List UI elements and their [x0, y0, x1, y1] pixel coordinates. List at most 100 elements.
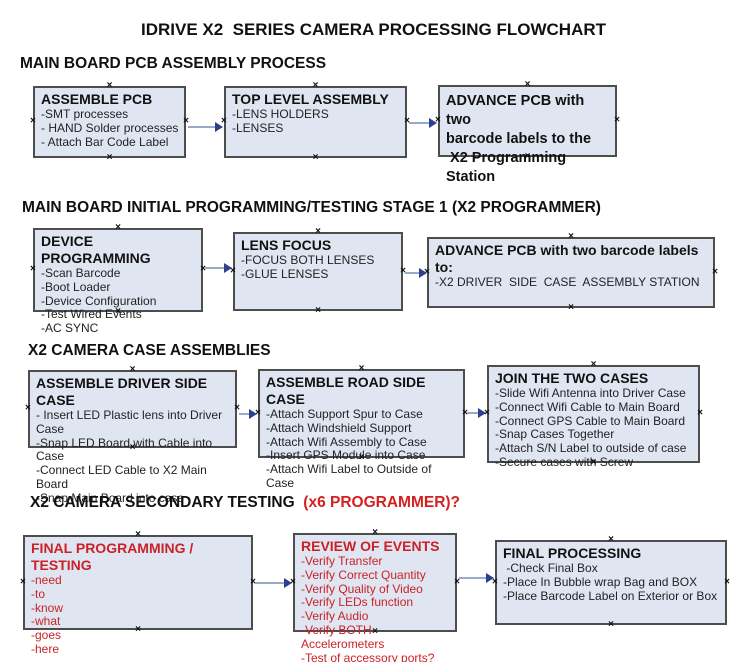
arrowhead-icon	[486, 573, 494, 583]
box-item: -Test Wired Events	[41, 307, 142, 322]
anchor-x-icon: ×	[608, 619, 614, 630]
box-item: -here	[31, 641, 60, 656]
box-item: - Insert LED Plastic lens into Driver Ca…	[36, 408, 226, 436]
box-item: -AC SYNC	[41, 321, 99, 336]
anchor-x-icon: ×	[614, 114, 620, 126]
anchor-x-icon: ×	[106, 152, 113, 163]
box-item: -LENS HOLDERS	[232, 107, 329, 121]
arrowhead-icon	[429, 118, 437, 128]
flow-arrow-icon	[188, 122, 223, 132]
box-item: -Verify Quality of Video	[301, 581, 423, 596]
anchor-x-icon: ×	[712, 266, 718, 277]
box-item: - HAND Solder processes	[41, 120, 179, 135]
box-item: -to	[31, 586, 46, 601]
section-heading-black-part: X2 CAMERA SECONDARY TESTING	[30, 494, 295, 511]
box-item: -SMT processes	[41, 107, 129, 121]
box-title: JOIN THE TWO CASES	[495, 370, 649, 386]
box-item: -Snap Cases Together	[495, 427, 615, 442]
box-item: - Attach Bar Code Label	[41, 134, 169, 149]
arrowhead-icon	[284, 578, 292, 588]
section-heading-red-part: (x6 PROGRAMMER)?	[294, 494, 461, 511]
anchor-x-icon: ×	[30, 115, 36, 127]
anchor-x-icon: ×	[200, 263, 206, 275]
anchor-x-icon: ×	[312, 152, 319, 163]
box-title: LENS FOCUS	[241, 237, 332, 253]
anchor-x-icon: ×	[115, 222, 121, 233]
box-title: TOP LEVEL ASSEMBLY	[232, 91, 389, 107]
anchor-x-icon: ×	[724, 576, 730, 587]
arrow-line	[205, 267, 226, 269]
box-item: -Device Configuration	[41, 293, 157, 308]
anchor-x-icon: ×	[30, 263, 36, 275]
box-item: -Connect Wifi Cable to Main Board	[495, 399, 680, 414]
section-heading-secondary-testing: X2 CAMERA SECONDARY TESTING (x6 PROGRAMM…	[30, 494, 460, 512]
box-item: -X2 DRIVER SIDE CASE ASSEMBLY STATION	[435, 275, 700, 289]
arrow-line	[409, 122, 431, 124]
box-item: -FOCUS BOTH LENSES	[241, 253, 375, 267]
anchor-x-icon: ×	[183, 115, 189, 127]
anchor-x-icon: ×	[358, 363, 365, 374]
box-item: -Attach S/N Label to outside of case	[495, 441, 687, 456]
section-heading-case-assemblies: X2 CAMERA CASE ASSEMBLIES	[28, 342, 271, 359]
anchor-x-icon: ×	[568, 302, 574, 313]
box-review-of-events: REVIEW OF EVENTS -Verify Transfer -Verif…	[290, 528, 460, 662]
box-item: -Connect LED Cable to X2 Main Board	[36, 463, 211, 491]
box-item: -Verify Transfer	[301, 554, 383, 568]
arrowhead-icon	[419, 268, 427, 278]
box-item: -Place Barcode Label on Exterior or Box	[503, 588, 718, 603]
box-item: -Slide Wifi Antenna into Driver Case	[495, 386, 686, 400]
arrowhead-icon	[478, 408, 486, 418]
anchor-x-icon: ×	[106, 80, 113, 91]
box-lens-focus: LENS FOCUS -FOCUS BOTH LENSES -GLUE LENS…	[230, 227, 406, 316]
box-item: -Verify LEDs function	[301, 595, 414, 610]
arrow-line	[255, 582, 286, 584]
arrow-line	[239, 413, 251, 415]
box-item: -need	[31, 573, 62, 587]
anchor-x-icon: ×	[315, 226, 321, 237]
box-final-processing: FINAL PROCESSING -Check Final Box -Place…	[492, 535, 730, 630]
box-title: ADVANCE PCB with two barcode labels to t…	[446, 93, 592, 185]
anchor-x-icon: ×	[697, 407, 703, 419]
box-item: -Insert GPS Module into Case	[266, 448, 426, 463]
box-advance-pcb-programming-station: ADVANCE PCB with two barcode labels to t…	[435, 80, 620, 186]
box-item: -Boot Loader	[41, 279, 111, 294]
box-item: -Check Final Box	[503, 561, 598, 575]
box-item: -GLUE LENSES	[241, 266, 329, 281]
box-item: -Secure cases with Screw	[495, 454, 634, 469]
arrow-line	[188, 126, 217, 128]
box-item: -what	[31, 614, 61, 629]
section-heading-pcb-assembly: MAIN BOARD PCB ASSEMBLY PROCESS	[20, 55, 327, 72]
box-item: -Snap Main Board into case	[36, 490, 185, 505]
box-item: -Verify BOTH Accelerometers	[301, 622, 385, 651]
box-title: ASSEMBLE DRIVER SIDE CASE	[36, 375, 212, 408]
box-item: -Connect GPS Cable to Main Board	[495, 413, 686, 428]
anchor-x-icon: ×	[25, 402, 31, 414]
box-final-programming-testing: FINAL PROGRAMMING / TESTING -need -to -k…	[20, 530, 256, 656]
box-title: ASSEMBLE PCB	[41, 91, 153, 107]
anchor-x-icon: ×	[234, 402, 240, 414]
flow-arrow-icon	[459, 573, 494, 583]
arrowhead-icon	[224, 263, 232, 273]
box-item: -goes	[31, 628, 62, 643]
flow-arrow-icon	[467, 408, 486, 418]
box-title: ASSEMBLE ROAD SIDE CASE	[266, 374, 430, 407]
flow-arrow-icon	[409, 118, 437, 128]
box-title: FINAL PROCESSING	[503, 545, 642, 561]
box-title: ADVANCE PCB with two barcode labels to:	[435, 242, 703, 275]
anchor-x-icon: ×	[20, 576, 26, 587]
box-item: -LENSES	[232, 120, 284, 135]
box-item: -Verify Audio	[301, 609, 369, 624]
box-assemble-road-side-case: ASSEMBLE ROAD SIDE CASE -Attach Support …	[255, 364, 468, 490]
flow-arrow-icon	[205, 263, 232, 273]
box-item: -know	[31, 600, 64, 615]
anchor-x-icon: ×	[372, 527, 378, 538]
box-title: REVIEW OF EVENTS	[301, 538, 440, 554]
flow-arrow-icon	[405, 268, 427, 278]
box-item: -Test of accessory ports?	[301, 650, 435, 662]
arrowhead-icon	[249, 409, 257, 419]
box-item: -Place In Bubble wrap Bag and BOX	[503, 574, 698, 589]
anchor-x-icon: ×	[129, 364, 136, 375]
box-item: -Attach Windshield Support	[266, 420, 412, 435]
box-item: -Snap LED Board with Cable into Case	[36, 435, 216, 464]
